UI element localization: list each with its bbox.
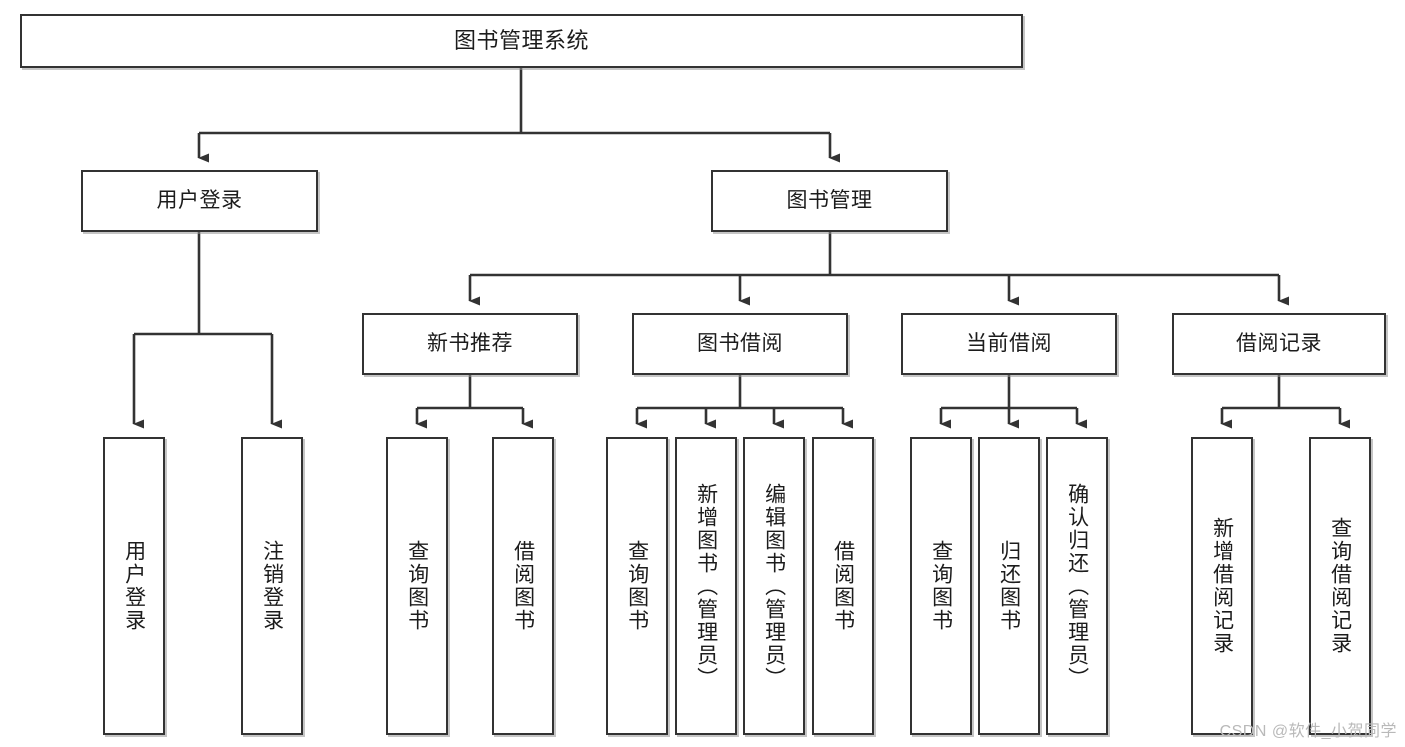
node-user-login[interactable]: 用户登录	[81, 170, 318, 232]
leaf-records-query-record[interactable]: 查询借阅记录	[1309, 437, 1371, 735]
node-label: 图书管理系统	[453, 28, 589, 54]
node-label: 图书借阅	[697, 331, 783, 355]
node-label: 新增图书（管理员）	[694, 482, 718, 690]
node-root-book-management-system[interactable]: 图书管理系统	[20, 14, 1023, 68]
node-new-book-recommend[interactable]: 新书推荐	[362, 313, 578, 375]
leaf-user-login-signout[interactable]: 注销登录	[241, 437, 303, 735]
leaf-records-add-record[interactable]: 新增借阅记录	[1191, 437, 1253, 735]
node-label: 注销登录	[260, 540, 284, 632]
node-book-borrow[interactable]: 图书借阅	[632, 313, 848, 375]
node-label: 借阅记录	[1236, 331, 1322, 355]
node-book-management[interactable]: 图书管理	[711, 170, 948, 232]
node-label: 用户登录	[156, 188, 243, 212]
leaf-user-login-signin[interactable]: 用户登录	[103, 437, 165, 735]
node-label: 当前借阅	[966, 331, 1052, 355]
node-borrow-records[interactable]: 借阅记录	[1172, 313, 1386, 375]
node-label: 新书推荐	[427, 331, 513, 355]
node-label: 新增借阅记录	[1210, 517, 1234, 655]
leaf-borrow-query-book[interactable]: 查询图书	[606, 437, 668, 735]
leaf-borrow-edit-book-admin[interactable]: 编辑图书（管理员）	[743, 437, 805, 735]
node-label: 编辑图书（管理员）	[762, 482, 786, 690]
node-label: 查询图书	[405, 540, 429, 632]
leaf-borrow-add-book-admin[interactable]: 新增图书（管理员）	[675, 437, 737, 735]
node-label: 图书管理	[786, 188, 873, 212]
node-label: 归还图书	[997, 540, 1021, 632]
leaf-recommend-query-book[interactable]: 查询图书	[386, 437, 448, 735]
node-current-borrow[interactable]: 当前借阅	[901, 313, 1117, 375]
node-label: 查询图书	[929, 540, 953, 632]
node-label: 查询图书	[625, 540, 649, 632]
leaf-current-confirm-return-admin[interactable]: 确认归还（管理员）	[1046, 437, 1108, 735]
leaf-current-query-book[interactable]: 查询图书	[910, 437, 972, 735]
leaf-recommend-borrow-book[interactable]: 借阅图书	[492, 437, 554, 735]
node-label: 确认归还（管理员）	[1065, 482, 1089, 690]
leaf-current-return-book[interactable]: 归还图书	[978, 437, 1040, 735]
node-label: 查询借阅记录	[1328, 517, 1352, 655]
leaf-borrow-borrow-book[interactable]: 借阅图书	[812, 437, 874, 735]
node-label: 借阅图书	[511, 540, 535, 632]
node-label: 用户登录	[122, 540, 146, 632]
node-label: 借阅图书	[831, 540, 855, 632]
